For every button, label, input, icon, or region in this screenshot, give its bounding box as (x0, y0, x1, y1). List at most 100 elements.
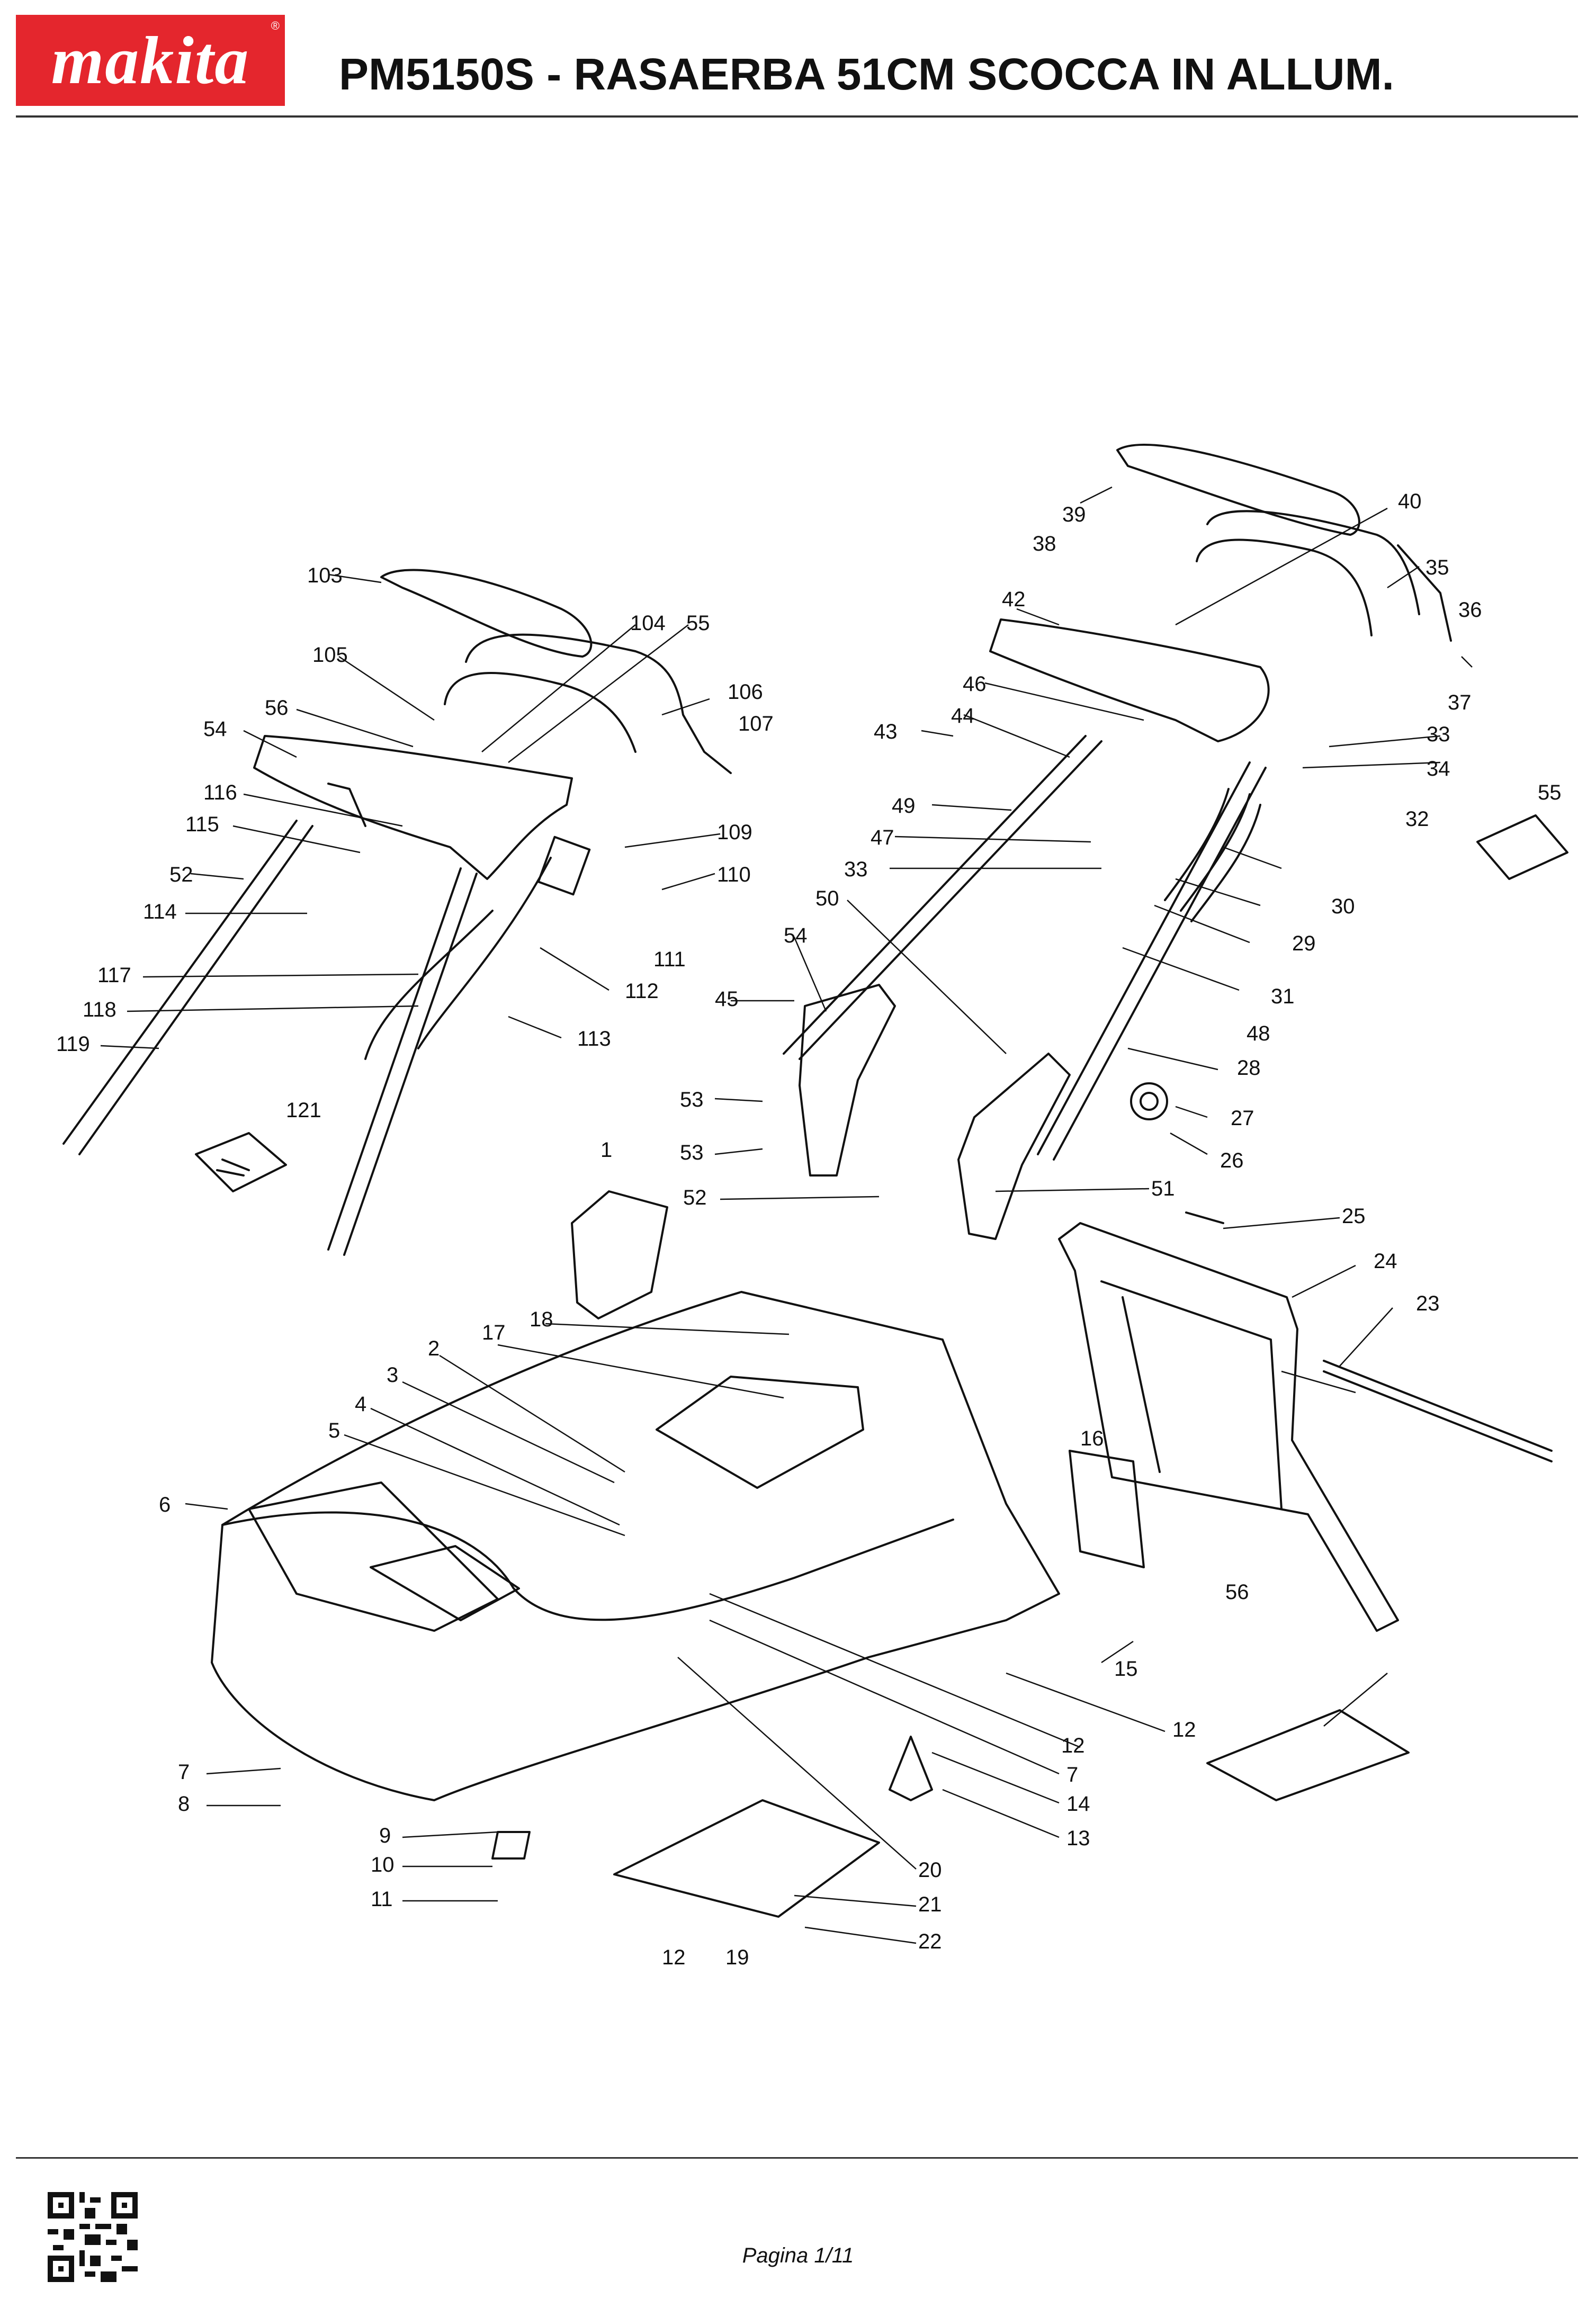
handle-cover-right (989, 618, 1270, 742)
callout-28: 28 (1237, 1056, 1261, 1080)
callout-119: 116 (203, 781, 237, 804)
callout-20: 20 (918, 1858, 942, 1882)
callout-31: 31 (1271, 985, 1295, 1008)
callout-116: 113 (577, 1027, 611, 1050)
callout-43: 43 (874, 720, 898, 743)
callout-123: 119 (56, 1032, 90, 1056)
callout-114: 111 (653, 948, 686, 971)
callout-113: 110 (717, 863, 751, 886)
callout-1: 1 (600, 1138, 612, 1162)
rod-23 (1323, 1360, 1553, 1462)
callout-53a: 53 (680, 1088, 704, 1111)
page-title: PM5150S - RASAERBA 51CM SCOCCA IN ALLUM. (339, 49, 1394, 99)
lower-handle-right (327, 867, 478, 1256)
lower-handle-right-b (1037, 761, 1267, 1161)
callout-103: 54 (203, 717, 227, 741)
callout-2: 2 (428, 1337, 440, 1360)
callout-19: 19 (725, 1946, 749, 1969)
callout-35: 35 (1425, 556, 1449, 579)
registered-mark-icon: ® (271, 19, 280, 32)
callout-55: 55 (1538, 781, 1562, 804)
bracket-54 (799, 984, 896, 1177)
callout-56: 56 (1225, 1580, 1249, 1604)
callout-101: 52 (169, 863, 193, 886)
spring-25 (1185, 1211, 1224, 1224)
wheel-cap-27 (1130, 1082, 1168, 1120)
callout-45: 45 (715, 987, 739, 1011)
callout-32: 32 (1405, 807, 1429, 831)
callout-53b: 53 (680, 1141, 704, 1164)
callout-33a: 33 (1427, 723, 1450, 746)
callout-15: 15 (1114, 1657, 1138, 1681)
callout-7a: 7 (1066, 1763, 1078, 1786)
callout-30: 30 (1331, 895, 1355, 918)
callout-124: 121 (286, 1099, 321, 1122)
callout-17: 17 (482, 1321, 506, 1344)
callout-48: 48 (1247, 1022, 1270, 1045)
lower-handle-right-a (783, 735, 1102, 1060)
spare-bag-124 (195, 1132, 287, 1192)
callout-109: 105 (312, 643, 348, 667)
callout-36: 36 (1458, 598, 1482, 622)
spare-bag-56 (1206, 1709, 1410, 1801)
callout-8: 8 (178, 1792, 190, 1816)
callout-10: 10 (371, 1853, 394, 1876)
callout-16: 16 (1080, 1427, 1104, 1450)
bag-frame-24 (1058, 1222, 1399, 1632)
callout-24: 24 (1374, 1250, 1397, 1273)
header-divider (16, 115, 1578, 118)
callout-121: 117 (97, 964, 131, 987)
callout-38: 38 (1033, 532, 1056, 555)
callout-9: 9 (379, 1824, 391, 1847)
callout-110: 106 (728, 680, 763, 704)
callout-50: 50 (815, 887, 839, 910)
callout-29: 29 (1292, 932, 1316, 955)
makita-logo: makita ® (16, 15, 285, 106)
lower-handle-left (62, 820, 313, 1155)
callout-107: 104 (630, 612, 666, 635)
callout-40: 40 (1398, 490, 1422, 513)
callout-12b: 12 (1061, 1734, 1085, 1757)
callout-47: 47 (871, 826, 894, 849)
callout-122: 118 (83, 998, 116, 1021)
callout-11: 11 (371, 1888, 393, 1911)
upper-handle-bar-right (1196, 510, 1420, 636)
callout-13: 13 (1066, 1827, 1090, 1850)
callout-42: 42 (1002, 588, 1026, 611)
callout-49: 49 (892, 794, 916, 818)
callout-27: 27 (1231, 1107, 1254, 1130)
callout-51: 51 (1151, 1177, 1175, 1200)
callout-105: 56 (265, 696, 289, 720)
qr-code-icon (48, 2192, 138, 2282)
rear-shield-1 (571, 1190, 668, 1319)
bracket-51 (957, 1053, 1071, 1240)
callout-111: 107 (738, 712, 774, 735)
cables-right (1164, 788, 1261, 922)
callout-25: 25 (1342, 1205, 1366, 1228)
wheel-bracket-13 (889, 1736, 933, 1801)
upper-grip-left (380, 569, 593, 658)
callout-54: 54 (784, 924, 808, 947)
callout-4: 4 (355, 1393, 366, 1416)
control-lever (537, 836, 591, 896)
callout-39: 39 (1062, 503, 1086, 526)
callout-52: 52 (683, 1186, 707, 1209)
callout-104: 55 (686, 612, 710, 635)
callout-6: 6 (159, 1493, 171, 1516)
brand-name: makita (51, 22, 250, 98)
callout-12c: 12 (662, 1946, 686, 1969)
clip-10 (491, 1831, 531, 1860)
callout-12a: 12 (1172, 1718, 1196, 1741)
callout-112: 109 (717, 821, 752, 844)
footer-divider (16, 2157, 1578, 2159)
spare-bag-55 (1476, 814, 1568, 880)
upper-handle-bar-left (465, 633, 732, 774)
callout-23: 23 (1416, 1292, 1440, 1315)
callout-106: 103 (307, 564, 343, 587)
callout-46: 46 (963, 672, 987, 696)
callout-18: 18 (530, 1308, 553, 1331)
callout-34: 34 (1427, 757, 1450, 780)
callout-117: 114 (143, 900, 177, 923)
page-number: Pagina 1/11 (742, 2244, 854, 2267)
